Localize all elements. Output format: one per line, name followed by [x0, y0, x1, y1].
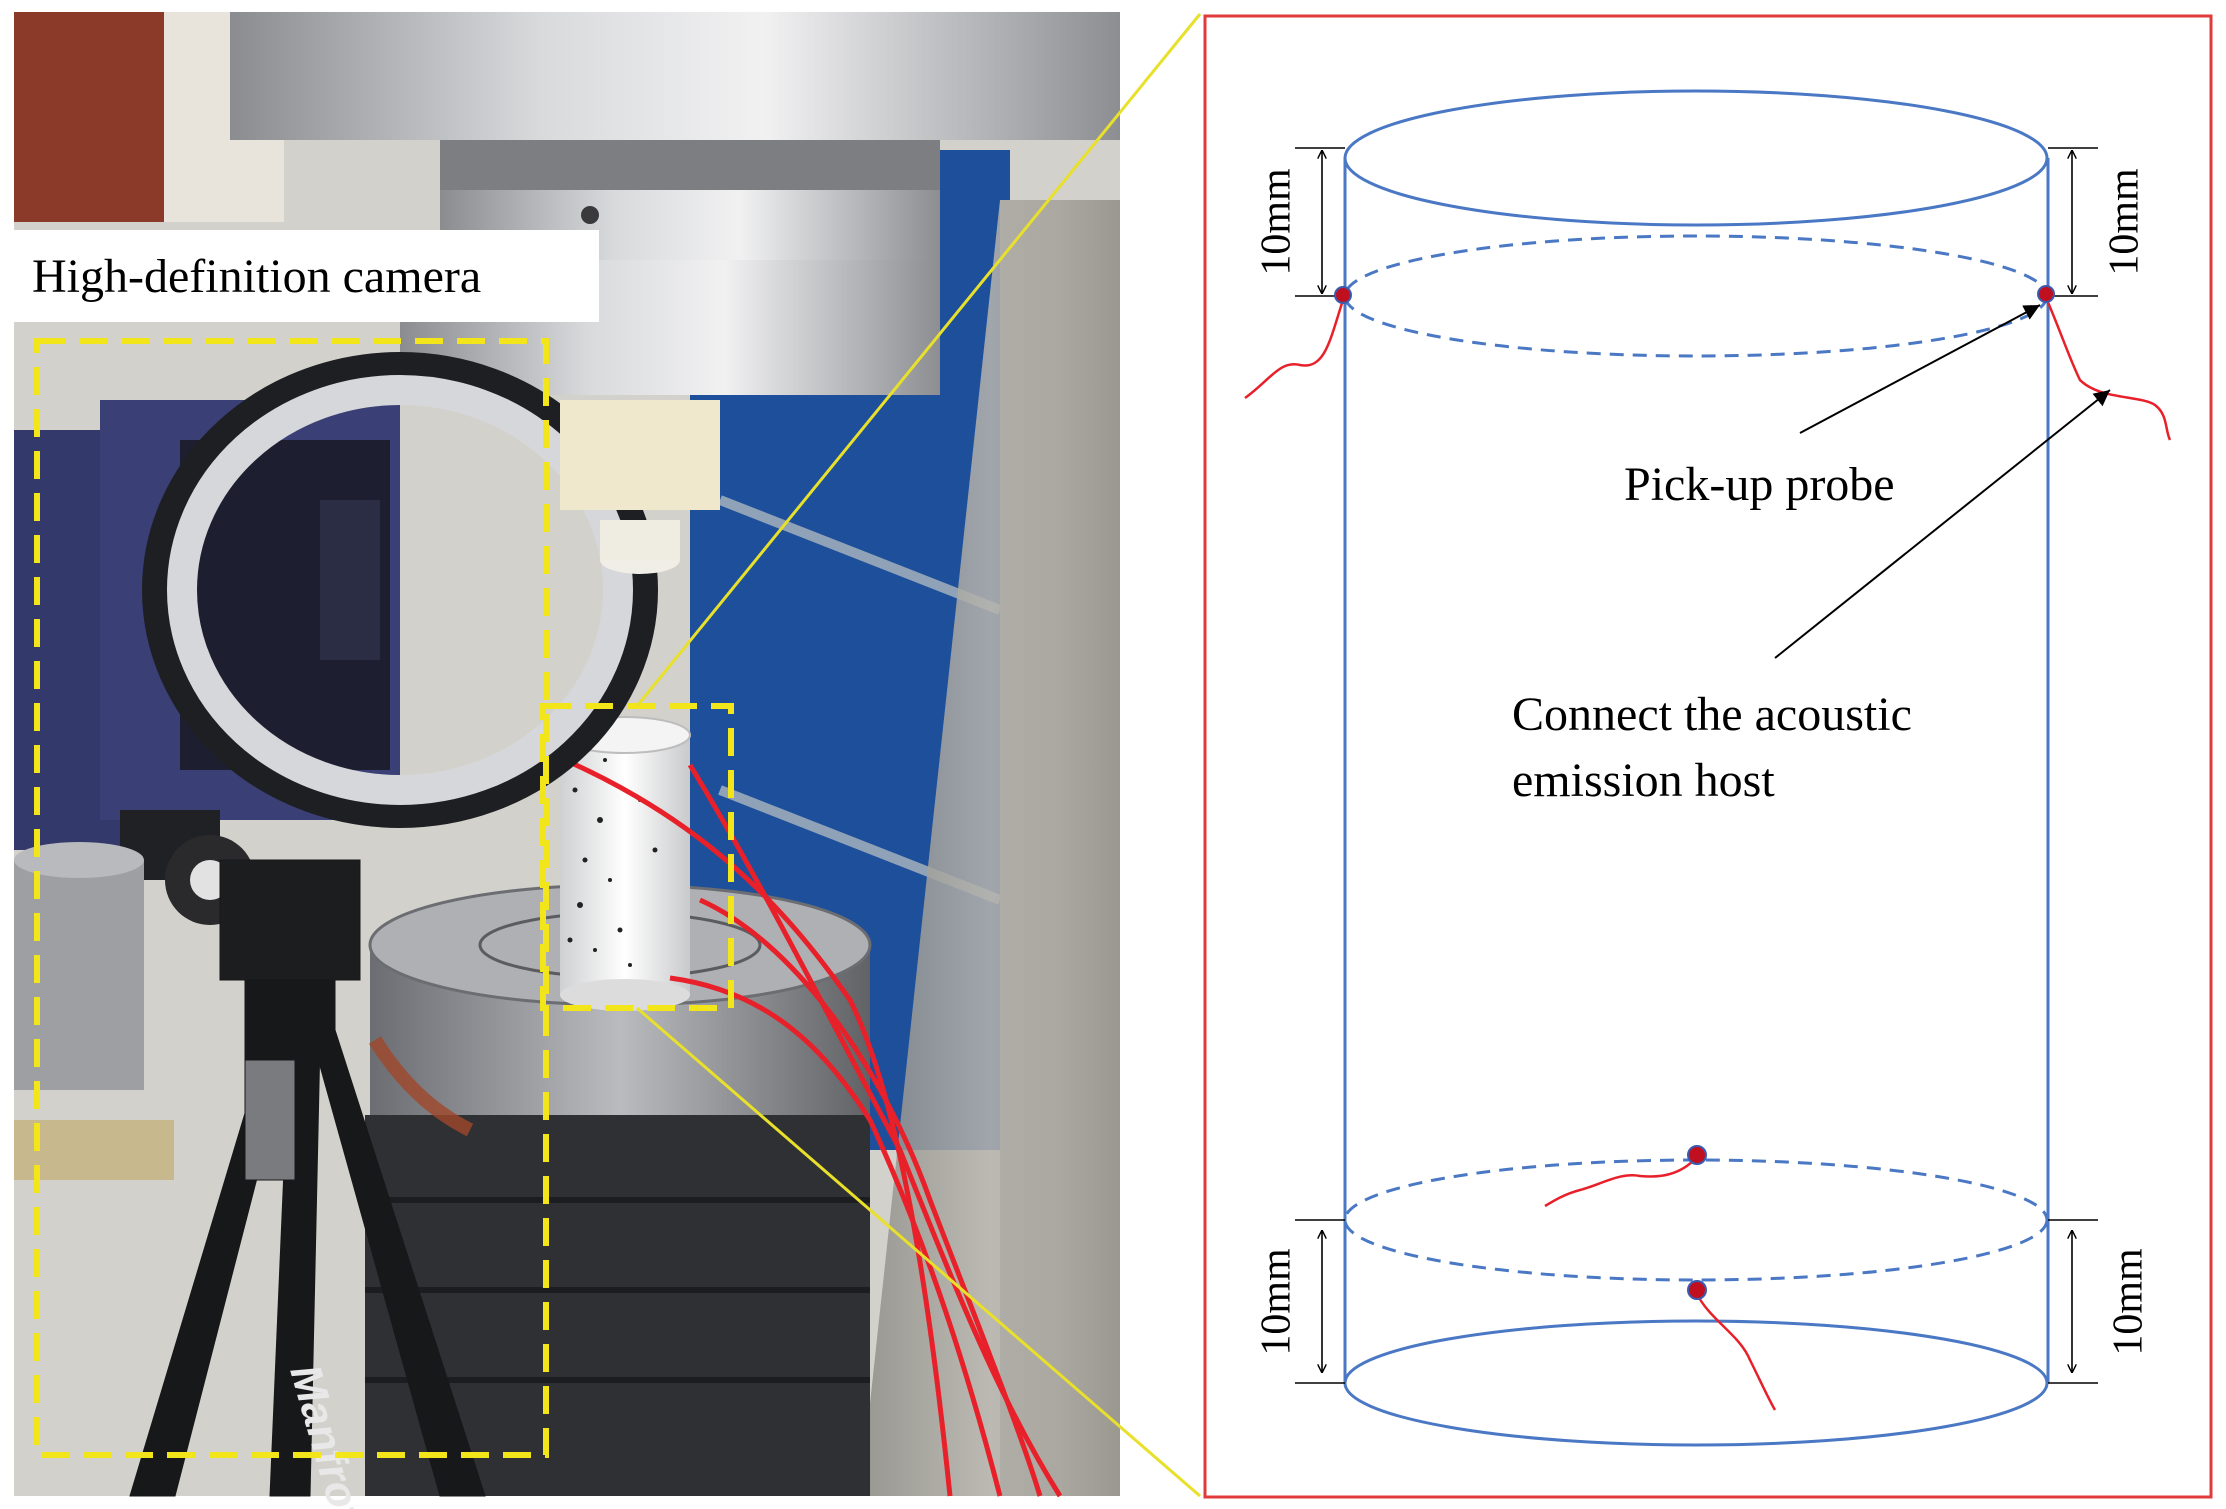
host-label-line2: emission host [1512, 754, 1775, 807]
lower-base [365, 883, 872, 1496]
leader-probe [1799, 304, 2041, 434]
probe-wires [1244, 299, 2172, 1411]
wall-wood [14, 12, 164, 222]
wire-top-left [1244, 299, 1345, 400]
probe-top-right [2037, 285, 2055, 303]
probe-lower-section [1687, 1145, 1707, 1165]
upper-platen [230, 12, 1120, 395]
pickup-probes [1334, 285, 2055, 1300]
host-label-line1: Connect the acoustic [1512, 688, 1912, 741]
camera-label-box [14, 230, 599, 322]
camera-highlight-box [34, 338, 549, 1458]
probe-label: Pick-up probe [1624, 458, 1895, 511]
dimension-label-bottom-right: 10mm [2106, 1248, 2152, 1356]
dimension-top-right [2048, 147, 2098, 297]
zoom-line-bottom [636, 1006, 1201, 1498]
schematic-border [1203, 14, 2213, 1499]
leader-lines [1774, 304, 2111, 659]
cylinder-top-face [1343, 89, 2049, 227]
dimension-label-top-left: 10mm [1254, 168, 1300, 276]
dimension-bottom-right [2048, 1219, 2098, 1384]
schematic-panel: 10mm 10mm 10mm 10mm [1203, 14, 2213, 1499]
wire-top-right [2045, 299, 2172, 441]
dimension-label-bottom-left: 10mm [1254, 1248, 1300, 1356]
ring-light [142, 352, 658, 828]
zoom-line-top [635, 13, 1202, 707]
photo-wires [563, 757, 1063, 1498]
leader-host [1774, 389, 2111, 659]
probe-top-left [1334, 286, 1352, 304]
dimension-bottom-left [1295, 1219, 1345, 1384]
specimen-photo [559, 716, 691, 1011]
tripod [129, 859, 486, 1497]
misc-equipment [14, 400, 720, 1180]
camera-label: High-definition camera [32, 250, 481, 303]
probe-bottom [1687, 1280, 1707, 1300]
wire-bottom [1695, 1293, 1777, 1411]
wire-lower-section [1544, 1157, 1697, 1208]
photo-panel: Manfrotto High-definition camera [14, 12, 1120, 1509]
dimension-label-top-right: 10mm [2102, 168, 2148, 276]
zoom-connectors [635, 13, 1202, 1498]
grey-pillar-slant [860, 200, 1120, 1496]
